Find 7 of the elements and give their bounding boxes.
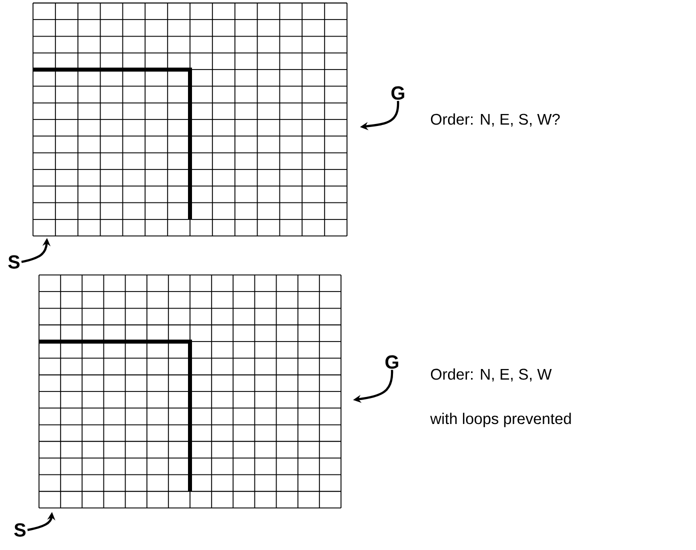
node-label: G (391, 86, 404, 100)
note-text: Order: N, E, S, W (430, 368, 552, 382)
note-text: with loops prevented (430, 412, 571, 428)
node-label: G (385, 355, 398, 369)
node-label: S (14, 523, 26, 537)
note-text: Order: N, E, S, W? (430, 113, 560, 127)
node-label: S (8, 255, 20, 269)
